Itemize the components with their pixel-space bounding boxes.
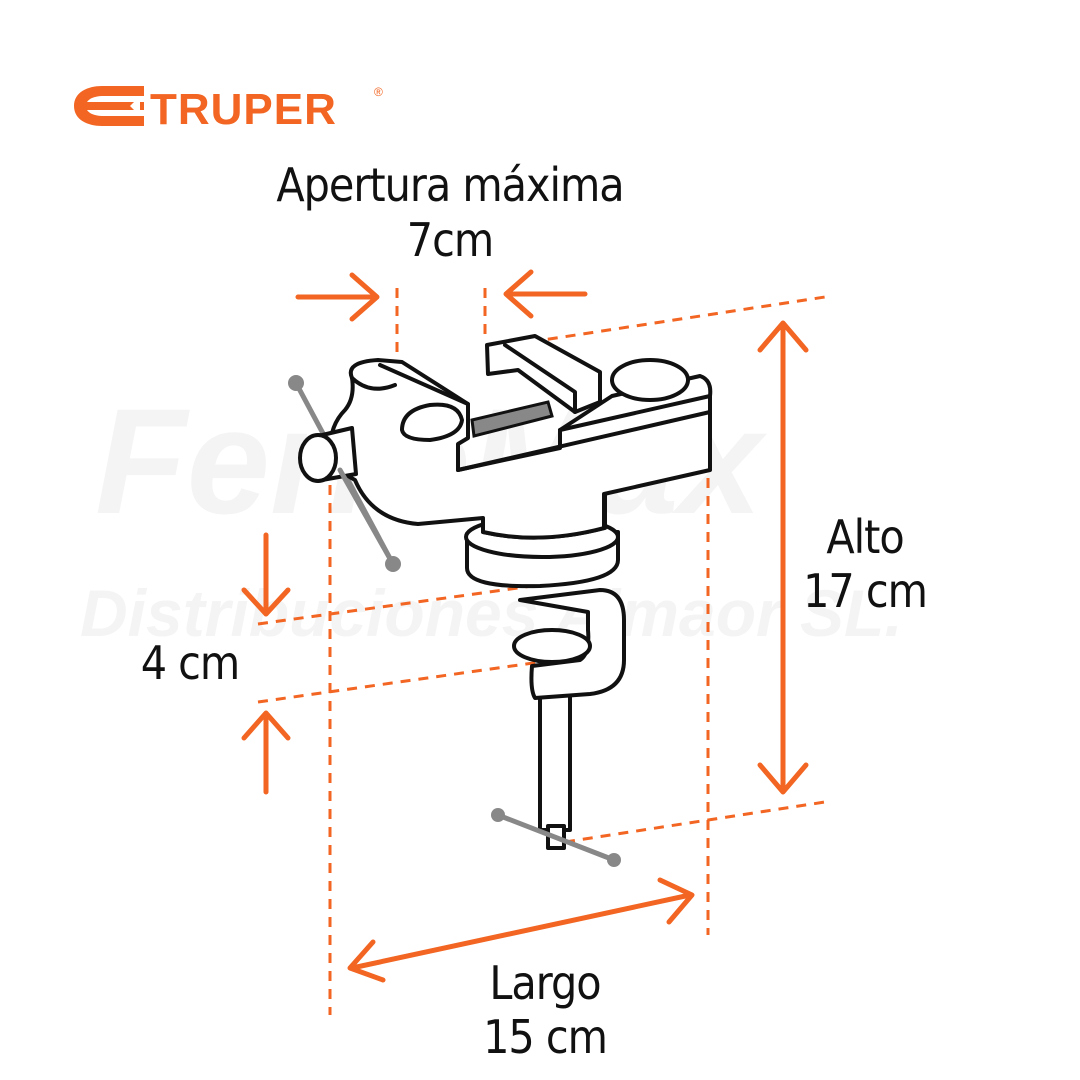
handle-knob-top: [288, 375, 304, 391]
height-double-arrow: [757, 320, 809, 795]
clamp-arrows: [241, 532, 291, 795]
clamp-tommy-bar: [495, 812, 617, 863]
right-boss: [610, 358, 690, 402]
length-label: Largo: [489, 956, 601, 1010]
body-front-edge: [456, 410, 712, 472]
clamp-arrow-up: [241, 710, 291, 795]
handle-knob-bottom: [385, 556, 401, 572]
clamp-pad: [512, 628, 592, 664]
clamp-value: 4 cm: [140, 636, 241, 690]
movable-jaw-face: [400, 402, 464, 442]
clamp-bottom-guide: [257, 660, 541, 704]
trademark-symbol: ®: [374, 85, 383, 99]
clamp-tommy-knob-left: [491, 808, 505, 822]
handle-bar-front: [337, 467, 396, 567]
clamp-tommy-knob-right: [607, 853, 621, 867]
movable-jaw-top: [378, 363, 470, 438]
length-double-arrow: [347, 877, 695, 983]
height-top-guide: [529, 295, 826, 344]
guide-lines: [257, 288, 826, 1015]
body-top-edge: [558, 394, 712, 432]
truper-wordmark: TRUPER: [150, 85, 337, 132]
opening-arrow-right: [503, 269, 588, 319]
bench-vise-illustration: [288, 334, 713, 867]
opening-value: 7cm: [406, 213, 494, 267]
length-value: 15 cm: [483, 1010, 608, 1064]
height-arrow: [757, 320, 809, 795]
height-bottom-guide: [564, 800, 826, 844]
length-arrow: [347, 877, 695, 983]
movable-jaw-notch: [350, 376, 397, 391]
truper-logo: TRUPER ®: [70, 80, 390, 134]
fixed-jaw: [485, 334, 602, 414]
truper-logo-mark: TRUPER ®: [74, 85, 383, 134]
opening-arrows: [295, 269, 588, 322]
height-label: Alto: [826, 510, 904, 564]
opening-label: Apertura máxima: [276, 158, 624, 212]
slide-rod: [470, 400, 554, 438]
fixed-jaw-edge: [503, 343, 577, 414]
clamp-screw: [538, 688, 572, 832]
spindle-knob: [298, 433, 338, 483]
clamp-arrow-down: [241, 532, 291, 617]
height-value: 17 cm: [803, 564, 928, 618]
opening-arrow-left: [295, 272, 380, 322]
